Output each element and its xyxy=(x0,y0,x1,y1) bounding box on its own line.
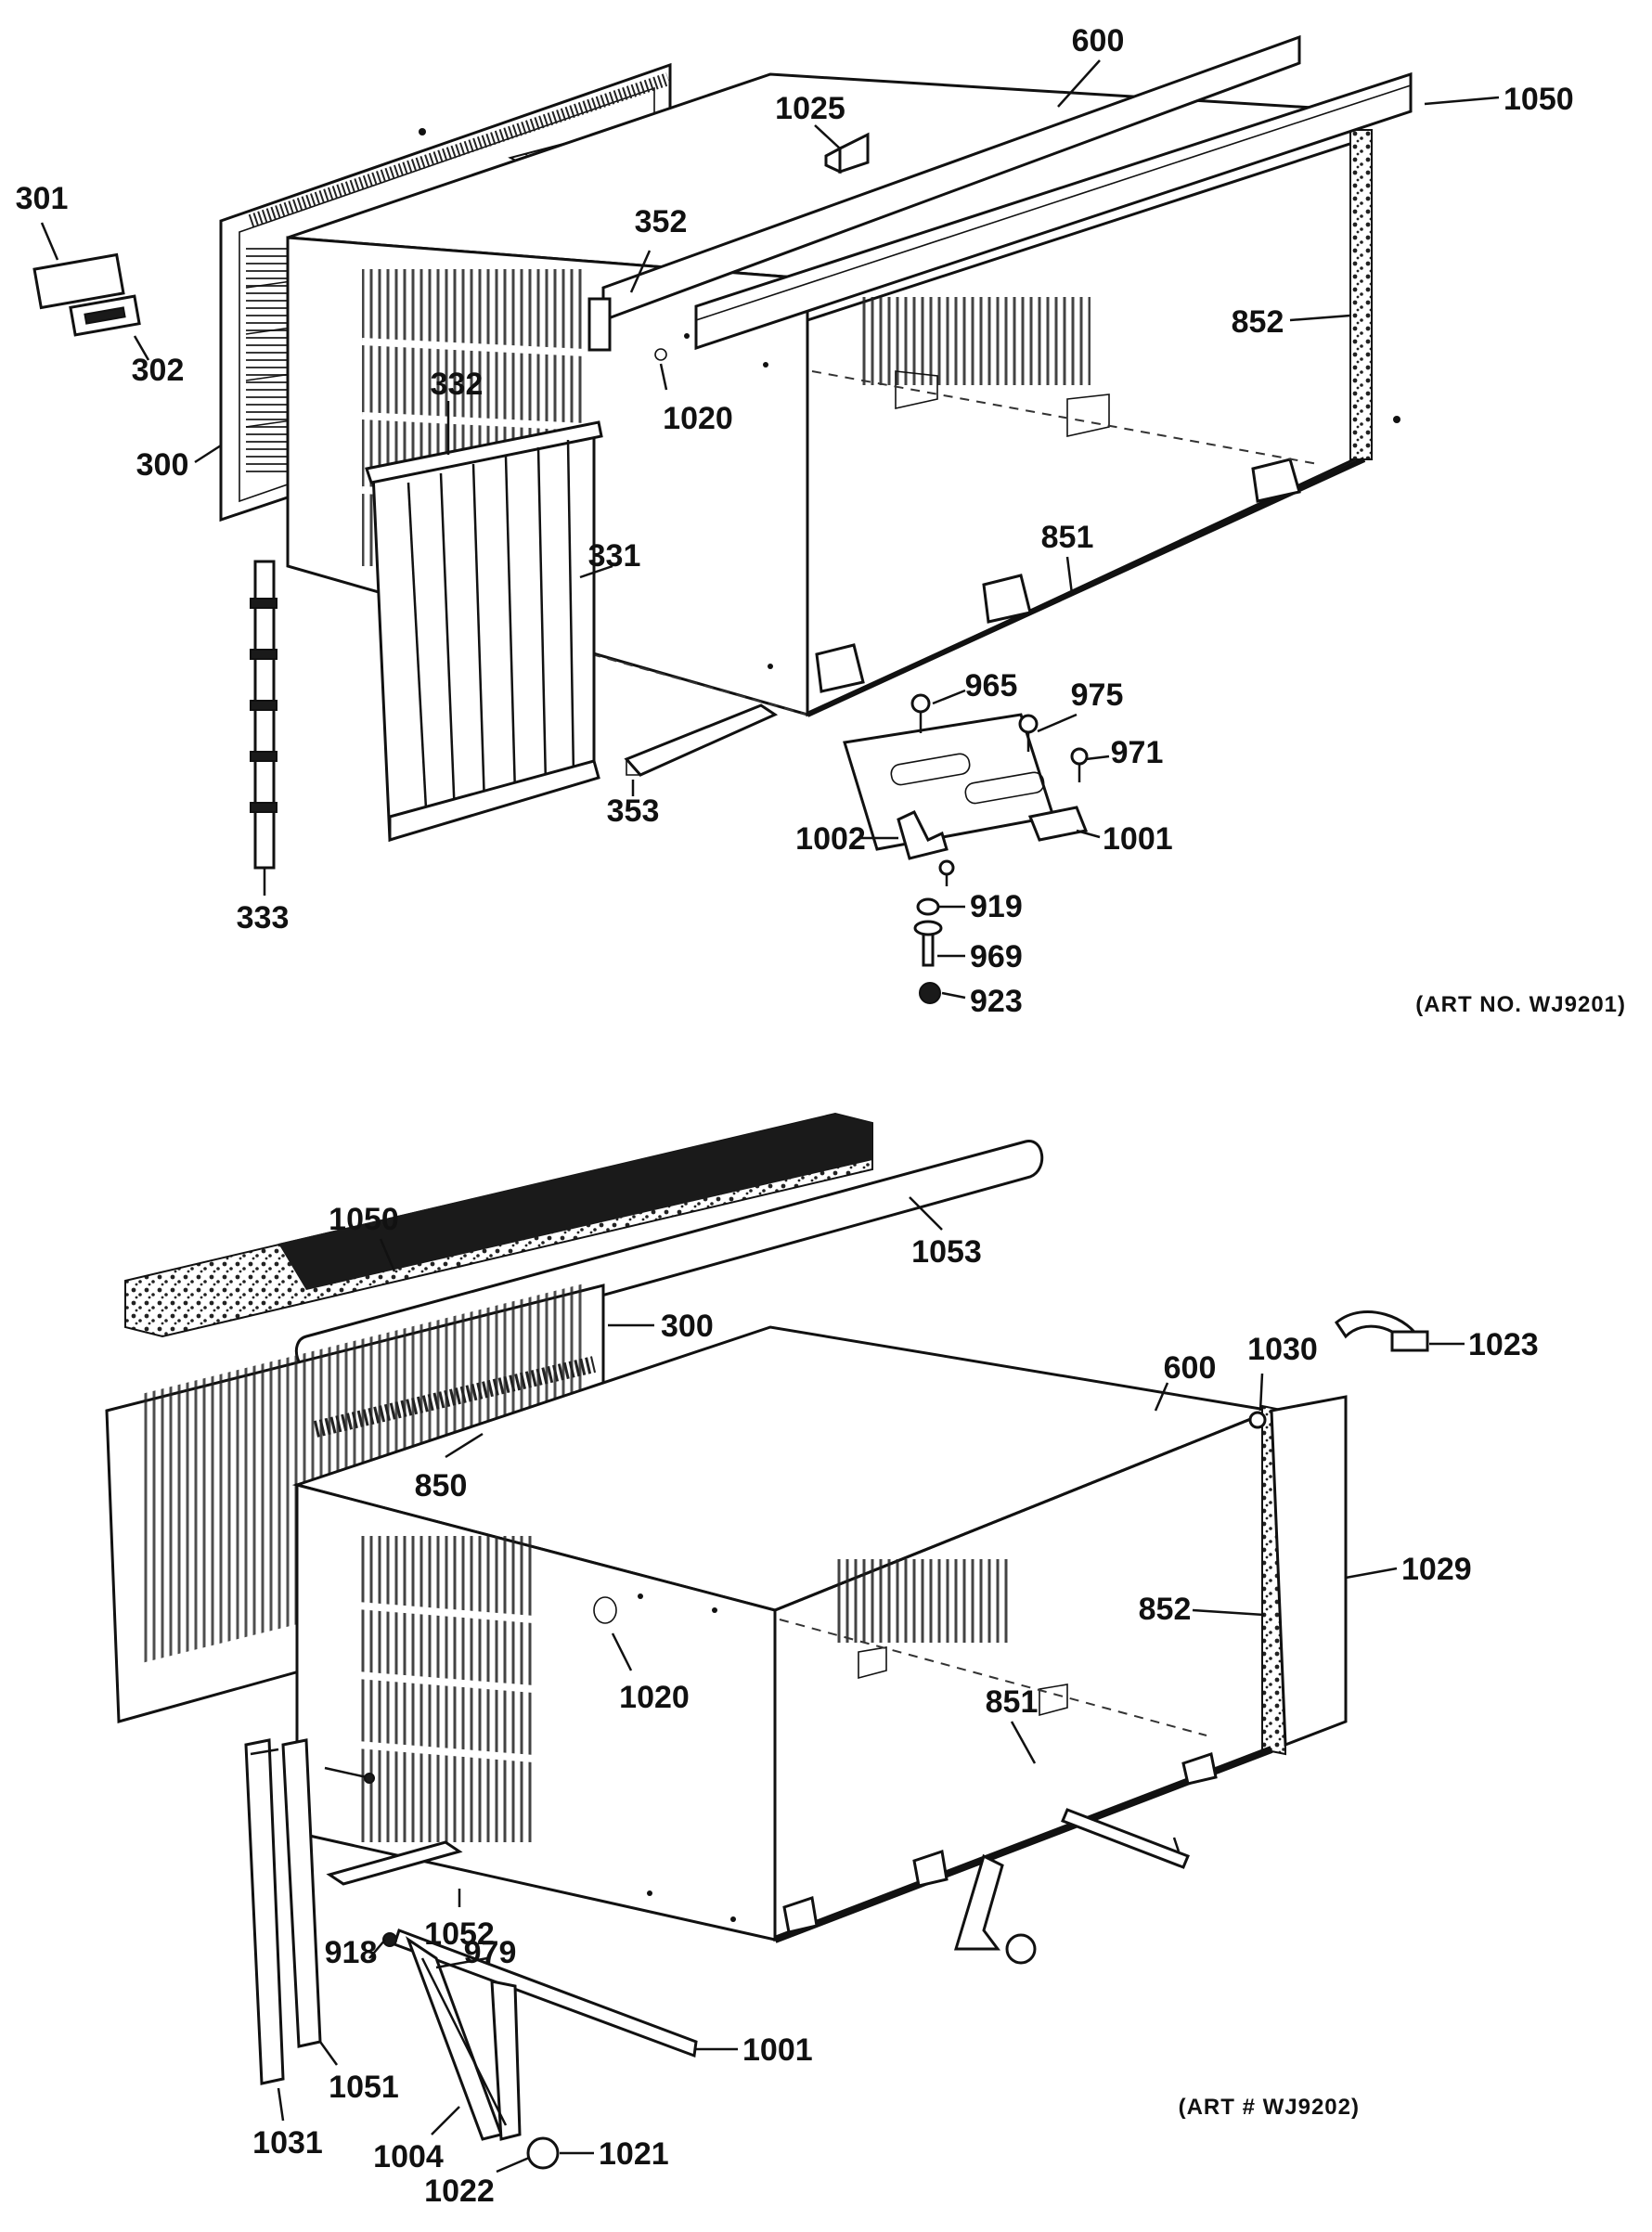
label-300: 300 xyxy=(136,447,189,483)
label-969: 969 xyxy=(970,939,1023,974)
label2-300: 300 xyxy=(661,1309,714,1344)
label-302: 302 xyxy=(132,353,185,388)
label-331: 331 xyxy=(588,538,641,574)
label2-1020: 1020 xyxy=(619,1680,690,1715)
label2-1021: 1021 xyxy=(599,2136,669,2172)
side-strip-333 xyxy=(250,560,277,870)
label2-600: 600 xyxy=(1164,1350,1217,1386)
label-919: 919 xyxy=(970,889,1023,924)
label2-1052: 1052 xyxy=(424,1916,495,1952)
label2-1053: 1053 xyxy=(911,1234,982,1270)
label-851: 851 xyxy=(1041,520,1094,555)
label-352: 352 xyxy=(635,204,688,239)
label2-1051: 1051 xyxy=(329,2070,399,2105)
label-971: 971 xyxy=(1111,735,1164,770)
label-1001: 1001 xyxy=(1103,821,1173,857)
label-600: 600 xyxy=(1072,23,1125,58)
art-number-1: (ART NO. WJ9201) xyxy=(1415,992,1626,1017)
top-rail-1050 xyxy=(694,71,1413,351)
bracket-352 xyxy=(587,297,612,352)
foot-1021 xyxy=(526,2136,560,2170)
label2-979: 979 xyxy=(464,1935,517,1970)
label2-918: 918 xyxy=(325,1935,378,1970)
label-1050: 1050 xyxy=(1504,82,1574,117)
label-1025: 1025 xyxy=(775,91,845,126)
label-1002: 1002 xyxy=(795,821,866,857)
label2-1004: 1004 xyxy=(373,2139,444,2174)
rail-1031 xyxy=(244,1738,285,2085)
bracket-1002 xyxy=(897,810,949,860)
leader-lines xyxy=(40,59,1500,2174)
label2-1050: 1050 xyxy=(329,1202,399,1237)
channel-353 xyxy=(624,703,779,777)
label-975: 975 xyxy=(1071,677,1124,713)
label2-1023: 1023 xyxy=(1468,1327,1539,1362)
label2-1001: 1001 xyxy=(742,2032,813,2068)
art-number-2: (ART # WJ9202) xyxy=(1179,2095,1360,2120)
diagram-1 xyxy=(32,34,1413,1004)
label-965: 965 xyxy=(965,668,1018,703)
label2-850: 850 xyxy=(415,1468,468,1503)
bracket-1001 xyxy=(843,713,1055,851)
diagram-2 xyxy=(105,1112,1429,2170)
bar-1052 xyxy=(326,1840,463,1886)
screws xyxy=(910,693,1089,1004)
side-louver-panel xyxy=(365,420,603,843)
labels-diagram-1: 600 1050 1025 301 302 300 352 1020 332 3… xyxy=(16,23,1626,1019)
rear-panel-1029 xyxy=(1270,1395,1348,1748)
label2-1031: 1031 xyxy=(252,2125,323,2161)
label-333: 333 xyxy=(237,900,290,935)
cabinet-wrapper-2 xyxy=(291,1325,1348,1943)
label-332: 332 xyxy=(431,367,484,402)
label2-851: 851 xyxy=(986,1684,1039,1720)
handle-301 xyxy=(32,252,125,310)
label2-1029: 1029 xyxy=(1401,1552,1472,1587)
label-353: 353 xyxy=(607,793,660,829)
label-852: 852 xyxy=(1232,304,1284,340)
label2-1030: 1030 xyxy=(1247,1332,1318,1367)
label-923: 923 xyxy=(970,984,1023,1019)
label2-852: 852 xyxy=(1139,1592,1192,1627)
labels-diagram-2: 1050 1053 300 1030 1023 600 850 1029 852… xyxy=(252,1202,1538,2209)
label-1020: 1020 xyxy=(663,401,733,436)
label2-1022: 1022 xyxy=(424,2174,495,2209)
label-301: 301 xyxy=(16,181,69,216)
